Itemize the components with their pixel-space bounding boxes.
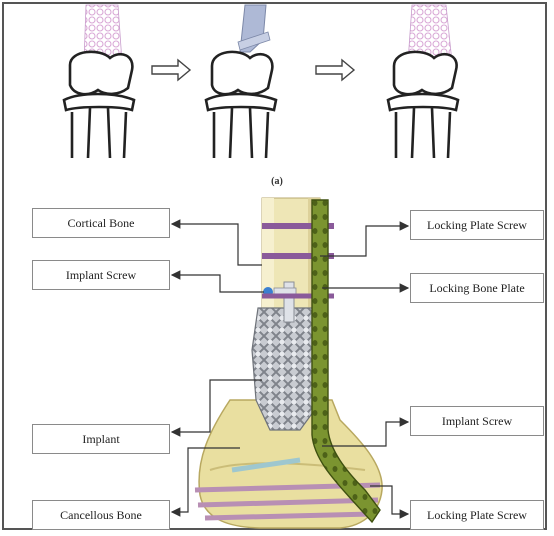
knee-stage-2 — [206, 5, 276, 158]
tibia-plateau — [206, 94, 276, 110]
knee-stage-3 — [388, 5, 458, 158]
process-arrow-2 — [316, 60, 354, 80]
label-implant-screw-right: Implant Screw — [410, 406, 544, 436]
label-cortical-bone: Cortical Bone — [32, 208, 170, 238]
label-cancellous-bone: Cancellous Bone — [32, 500, 170, 530]
tibia-plateau — [64, 94, 134, 110]
femur-condyle — [212, 52, 272, 94]
label-locking-plate-screw-top: Locking Plate Screw — [410, 210, 544, 240]
label-implant-screw-left: Implant Screw — [32, 260, 170, 290]
femur-condyle — [394, 52, 457, 94]
femur-condyle — [70, 52, 132, 94]
process-arrow-1 — [152, 60, 190, 80]
label-locking-plate-screw-bottom: Locking Plate Screw — [410, 500, 544, 530]
leader-implant-screw-left — [172, 275, 264, 292]
panel-a-caption: (a) — [262, 176, 292, 187]
knee-stage-1 — [64, 5, 134, 158]
leader-cortical-bone — [172, 224, 262, 265]
label-locking-bone-plate: Locking Bone Plate — [410, 273, 544, 303]
lower-leg-bones — [72, 108, 126, 158]
lower-leg-bones — [214, 108, 268, 158]
leader-locking-plate-screw-top — [320, 226, 408, 256]
label-implant: Implant — [32, 424, 170, 454]
lower-leg-bones — [396, 108, 450, 158]
tibia-plateau — [388, 94, 458, 110]
